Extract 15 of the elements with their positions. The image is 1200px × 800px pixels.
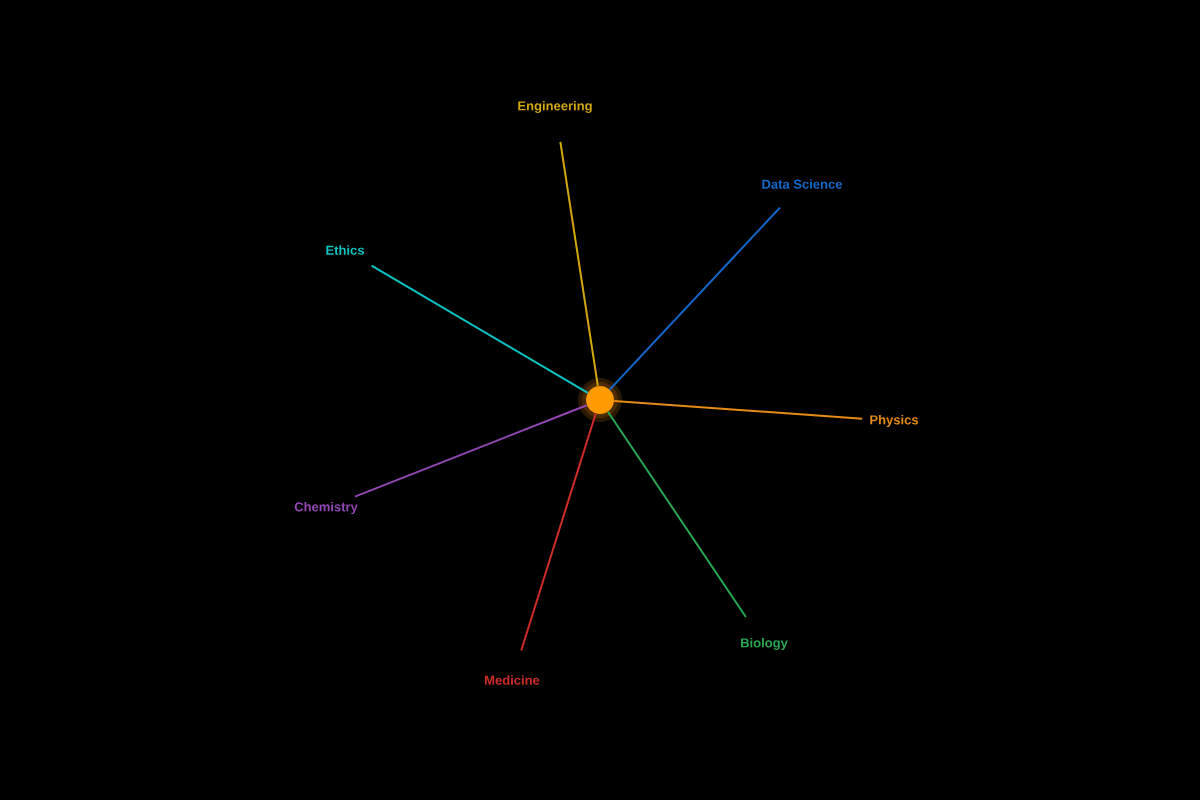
topic-label: Engineering: [518, 100, 592, 114]
spoke-line: [370, 264, 589, 394]
spoke-line: [608, 206, 781, 391]
topic-label: Data Science: [762, 179, 842, 189]
spoke-line: [353, 404, 588, 498]
topic-label: Ethics: [326, 245, 364, 255]
topic-label: Physics: [870, 414, 919, 428]
spoke-line: [613, 400, 864, 420]
topic-label: Medicine: [485, 675, 540, 685]
spoke-line: [520, 412, 597, 652]
hub-circle: [578, 378, 622, 422]
spoke-line: [559, 140, 599, 387]
spoke-line: [606, 410, 747, 618]
topic-label: Biology: [741, 637, 788, 651]
topic-label: Chemistry: [294, 501, 358, 515]
